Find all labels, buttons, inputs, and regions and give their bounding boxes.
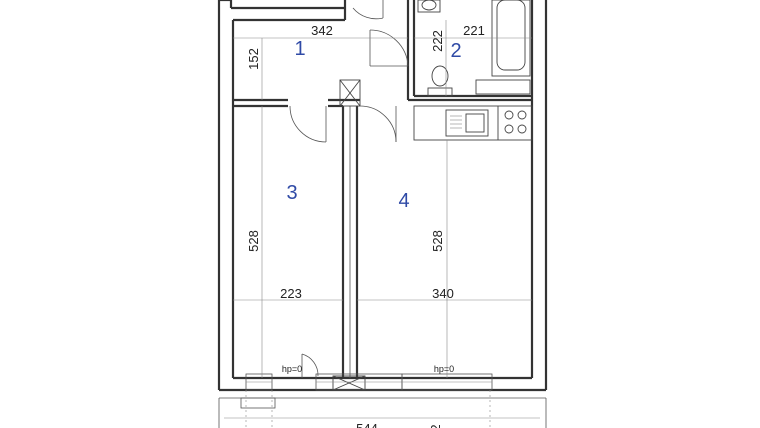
room-number-1: 1 (294, 38, 305, 60)
dim-room4-width: 340 (432, 286, 454, 301)
dim-room3-width: 223 (280, 286, 302, 301)
dimension-lines (233, 20, 532, 378)
bath-cabinet (475, 79, 531, 95)
dim-hall-depth: 152 (246, 48, 261, 70)
dim-hall-width: 342 (311, 23, 333, 38)
stove (504, 110, 527, 134)
door-swings (289, 0, 409, 378)
dim-bath-depth: 222 (430, 30, 445, 52)
dim-room4-depth: 528 (430, 230, 445, 252)
room-number-4: 4 (398, 190, 409, 212)
ventilation-shaft (339, 79, 361, 107)
kitchen-sink (445, 109, 489, 137)
toilet (427, 65, 453, 97)
balcony (218, 390, 547, 428)
dim-overall-partial: 2 (428, 424, 443, 428)
room-number-3: 3 (286, 182, 297, 204)
bath-sink (417, 0, 441, 13)
room-number-2: 2 (450, 40, 461, 62)
sill-height-label: hp=0 (434, 364, 454, 374)
kitchen-counter (413, 105, 533, 141)
dim-room3-depth: 528 (246, 230, 261, 252)
walls (217, 0, 548, 392)
dim-bath-width: 221 (463, 23, 485, 38)
dim-overall-width: 544 (356, 421, 378, 428)
sill-height-label: hp=0 (282, 364, 302, 374)
windows (245, 373, 493, 391)
